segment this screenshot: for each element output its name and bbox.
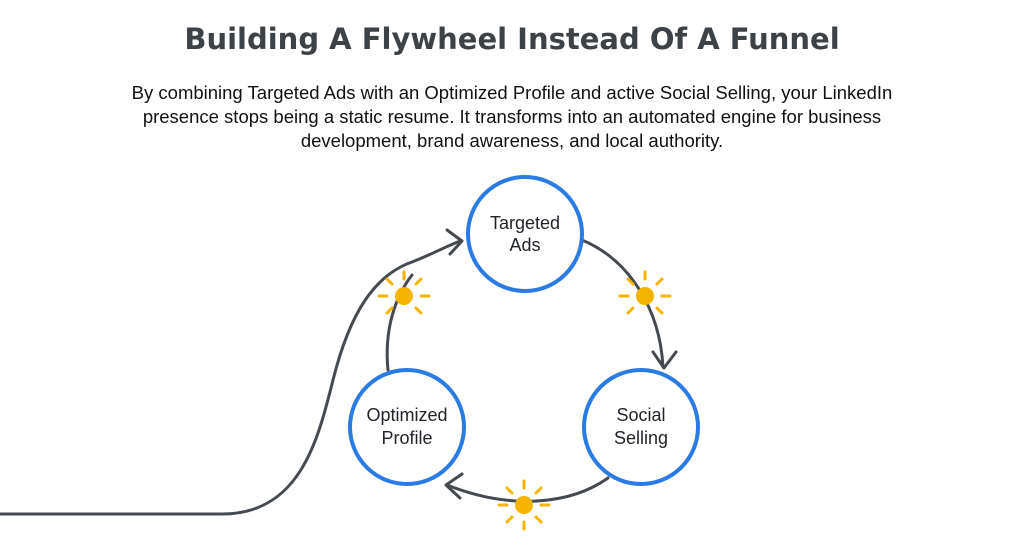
node-label-line1: Optimized	[366, 405, 447, 425]
arrowhead-icon	[445, 228, 464, 256]
arrowhead-icon	[651, 350, 678, 370]
connector-selling-to-profile	[445, 476, 610, 503]
page-description: By combining Targeted Ads with an Optimi…	[131, 82, 893, 151]
node-label-line2: Profile	[381, 428, 432, 448]
node-label-line2: Selling	[614, 428, 668, 448]
node-targeted-ads: Targeted Ads	[466, 175, 584, 293]
lead-in-line	[0, 239, 462, 516]
node-label-line1: Targeted	[490, 213, 560, 233]
node-social-selling: Social Selling	[582, 368, 700, 486]
node-optimized-profile: Optimized Profile	[348, 368, 466, 486]
page-title: Building A Flywheel Instead Of A Funnel	[184, 22, 840, 56]
node-label-line2: Ads	[509, 235, 540, 255]
connector-ads-to-selling	[580, 238, 665, 369]
spark-icon	[618, 270, 672, 315]
spark-icon	[497, 479, 551, 531]
node-label-line1: Social	[616, 405, 665, 425]
arrowhead-icon	[444, 472, 464, 500]
connector-profile-to-ads	[385, 273, 414, 372]
spark-icon	[377, 270, 431, 315]
